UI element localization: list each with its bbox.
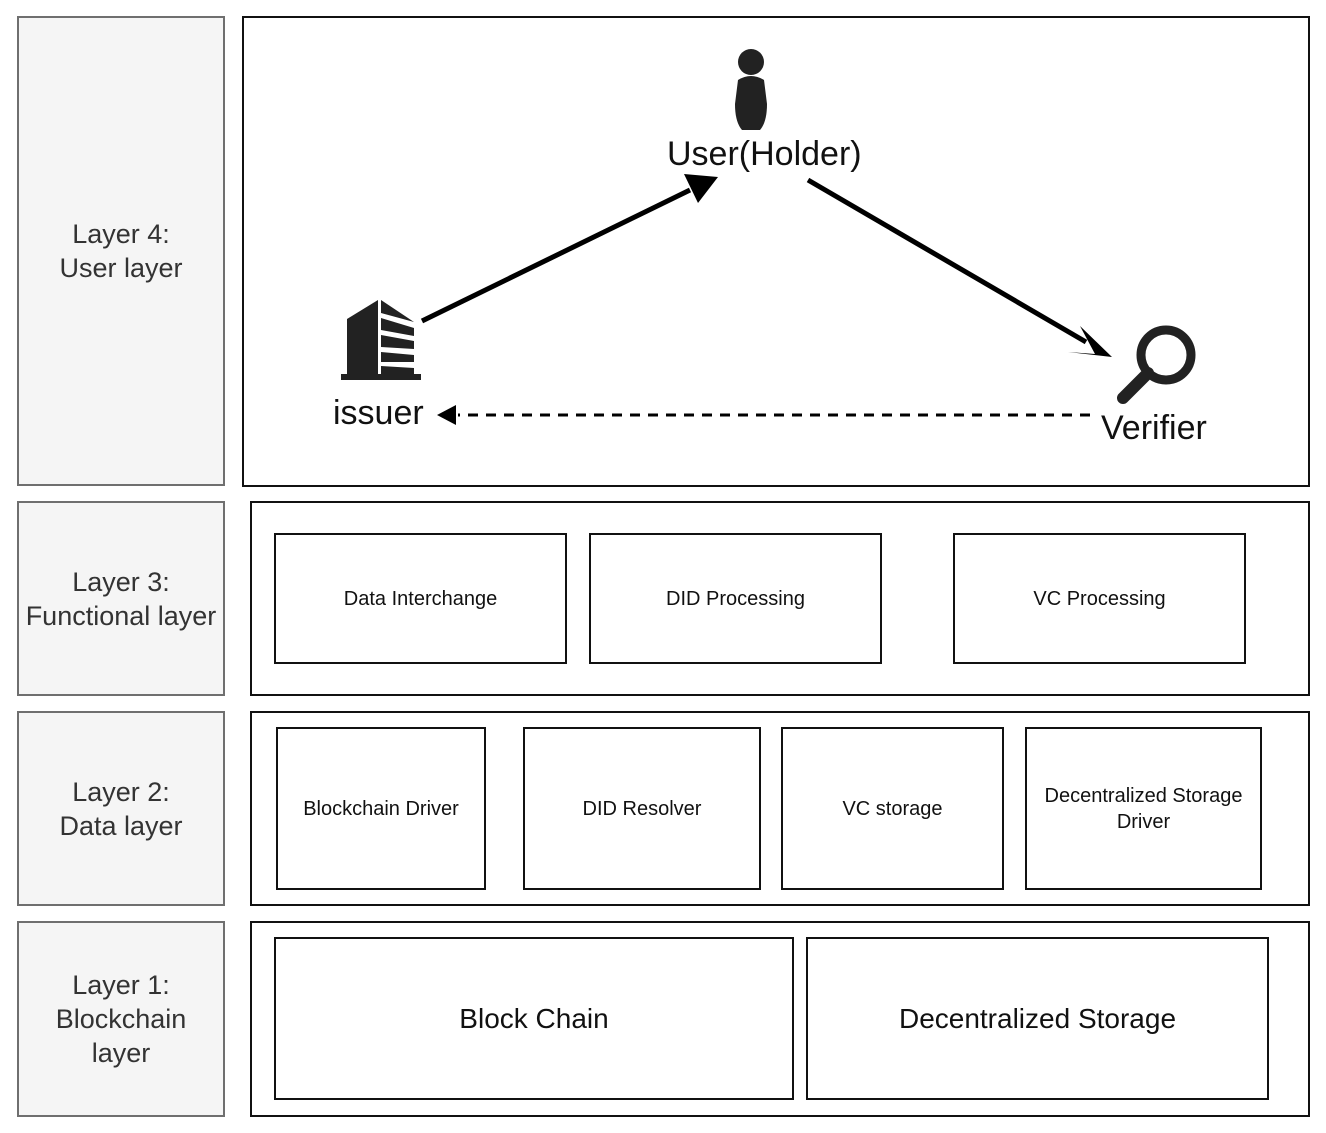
blockchain-driver-box: Blockchain Driver [276,727,486,890]
block-chain-box: Block Chain [274,937,794,1100]
decentralized-storage-driver-label-line2: Driver [1116,810,1171,833]
person-icon [735,49,767,130]
verifier-label: Verifier [1101,409,1207,447]
layer-4-label: Layer 4: User layer [17,16,225,486]
issue-arrow [420,174,718,324]
layer-2-label: Layer 2: Data layer [17,711,225,906]
did-resolver-box: DID Resolver [523,727,761,890]
magnifier-icon [1117,325,1196,404]
decentralized-storage-driver-box: Decentralized Storage Driver [1025,727,1262,890]
layer-1-subtitle-line1: Blockchain [55,1004,187,1034]
block-chain-label: Block Chain [459,1002,609,1034]
did-processing-label: DID Processing [666,587,805,610]
data-interchange-box: Data Interchange [274,533,567,664]
layer-1-label: Layer 1: Blockchain layer [17,921,225,1117]
vc-storage-label: VC storage [842,797,943,820]
layer-2-title: Layer 2: [72,776,170,807]
layer-1-title: Layer 1: [72,970,170,1000]
layer-4-subtitle: User layer [59,253,183,283]
layer-3-title: Layer 3: [72,566,170,597]
layer-2-subtitle: Data layer [59,810,183,841]
holder-label: User(Holder) [667,135,862,173]
layer-4-title: Layer 4: [72,219,170,249]
decentralized-storage-driver-label-line1: Decentralized Storage [1044,784,1243,807]
blockchain-driver-label: Blockchain Driver [303,797,459,820]
data-interchange-label: Data Interchange [343,587,498,610]
building-icon [341,300,421,380]
layer-1-subtitle-line2: layer [91,1038,151,1068]
decentralized-storage-box: Decentralized Storage [806,937,1269,1100]
vc-storage-box: VC storage [781,727,1004,890]
verify-dashed-arrow [437,405,1090,425]
did-resolver-label: DID Resolver [582,797,702,820]
user-layer-panel [242,16,1310,487]
vc-processing-label: VC Processing [1033,587,1166,610]
layer-3-subtitle: Functional layer [25,600,217,631]
did-processing-box: DID Processing [589,533,882,664]
vc-processing-box: VC Processing [953,533,1246,664]
decentralized-storage-label: Decentralized Storage [898,1002,1177,1034]
issuer-label: issuer [333,394,424,432]
layer-3-label: Layer 3: Functional layer [17,501,225,696]
present-arrow [806,177,1112,357]
